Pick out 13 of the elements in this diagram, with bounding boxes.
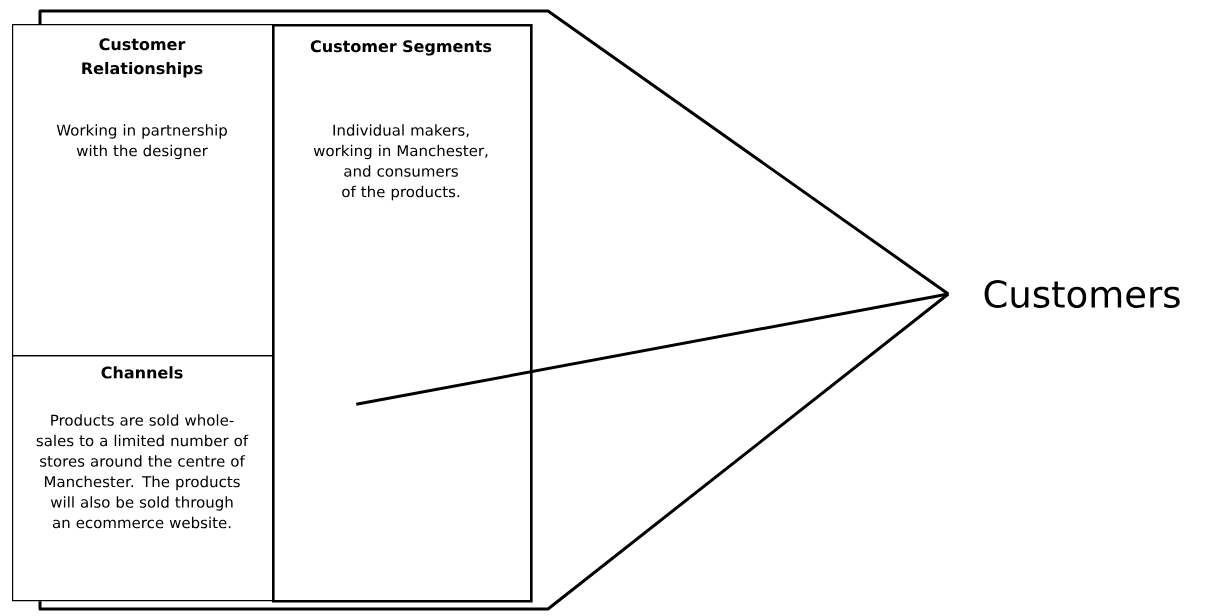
cell-text: Working in partnership with the designer <box>56 124 227 160</box>
connector-line <box>38 9 950 296</box>
cell-text: Individual makers, working in Manchester, and consumers of the products. <box>313 124 488 201</box>
connector-line <box>356 292 949 406</box>
canvas-cell <box>12 355 274 602</box>
cell-heading: Customer Segments <box>310 40 492 56</box>
canvas-cell <box>272 24 533 603</box>
cell-heading: Customer Relationships <box>82 38 203 78</box>
bare-label: Customers <box>984 280 1180 308</box>
cell-text: Products are sold whole-sales to a limited number of stores around the centre of Manchester. The products will also be sold through an ecommerce website. <box>36 414 249 529</box>
connector-line <box>38 292 950 611</box>
cell-heading: Channels <box>101 366 183 379</box>
canvas-cell <box>12 24 274 357</box>
